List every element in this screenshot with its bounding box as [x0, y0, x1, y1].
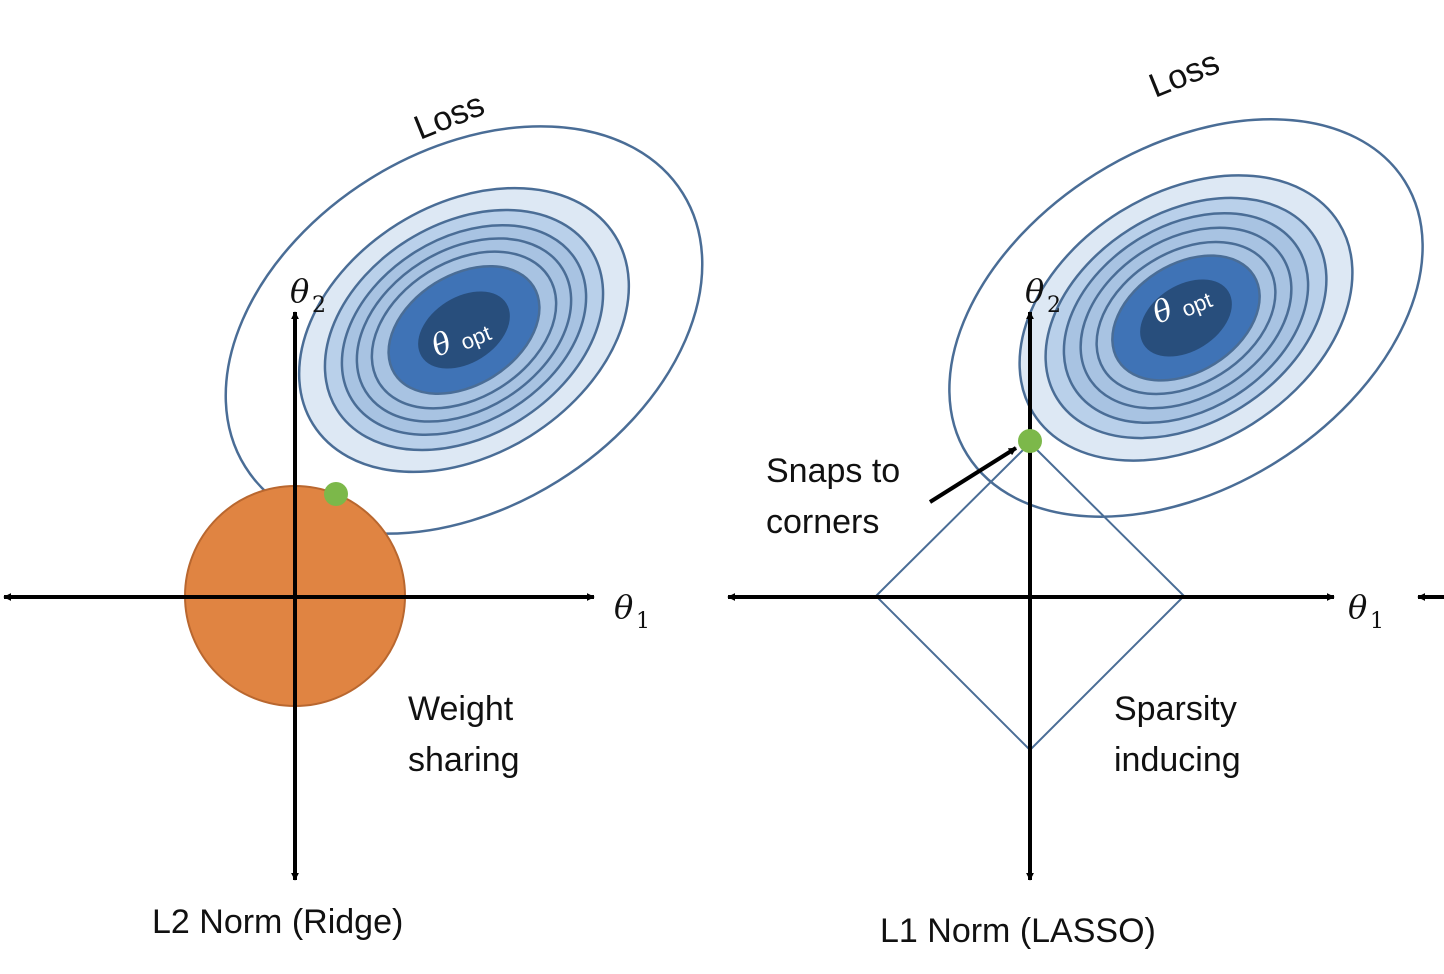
- right-loss-label: Loss: [1144, 43, 1225, 105]
- left-caption: L2 Norm (Ridge): [152, 903, 403, 941]
- snaps-annotation-arrow: [928, 446, 1018, 504]
- right-theta1-label: θ 1: [1348, 588, 1384, 634]
- left-theta2-label: θ 2: [290, 272, 326, 318]
- right-theta2-sub: 2: [1047, 293, 1061, 318]
- right-theta2-symbol: θ: [1025, 272, 1044, 310]
- left-panel: Loss θ opt θ 2 θ 1 Weight sharing L2 Nor…: [3, 85, 704, 941]
- left-contour-core: [418, 291, 510, 369]
- right-theta1-sub: 1: [1370, 609, 1384, 634]
- left-theta1-label: θ 1: [614, 588, 650, 634]
- left-theta1-symbol: θ: [614, 588, 633, 626]
- right-solution-dot: [1018, 429, 1042, 453]
- right-theta2-label: θ 2: [1025, 272, 1061, 318]
- snaps-annotation-line1: Snaps to: [766, 452, 900, 490]
- left-theta2-sub: 2: [312, 293, 326, 318]
- right-note-line1: Sparsity: [1114, 690, 1237, 728]
- left-theta1-sub: 1: [636, 609, 650, 634]
- right-panel: Loss θ opt θ 2 θ 1 Snaps to corners Spar…: [727, 43, 1444, 950]
- right-loss-contours: [948, 118, 1424, 518]
- left-theta2-symbol: θ: [290, 272, 309, 310]
- left-note-line2: sharing: [408, 741, 520, 779]
- right-note-line2: inducing: [1114, 741, 1241, 779]
- right-contour-core: [1140, 279, 1232, 357]
- left-solution-dot: [324, 482, 348, 506]
- right-caption: L1 Norm (LASSO): [880, 912, 1156, 950]
- snaps-annotation-line2: corners: [766, 503, 879, 541]
- left-loss-contours: [224, 125, 704, 535]
- right-theta1-symbol: θ: [1348, 588, 1367, 626]
- left-note-line1: Weight: [408, 690, 514, 728]
